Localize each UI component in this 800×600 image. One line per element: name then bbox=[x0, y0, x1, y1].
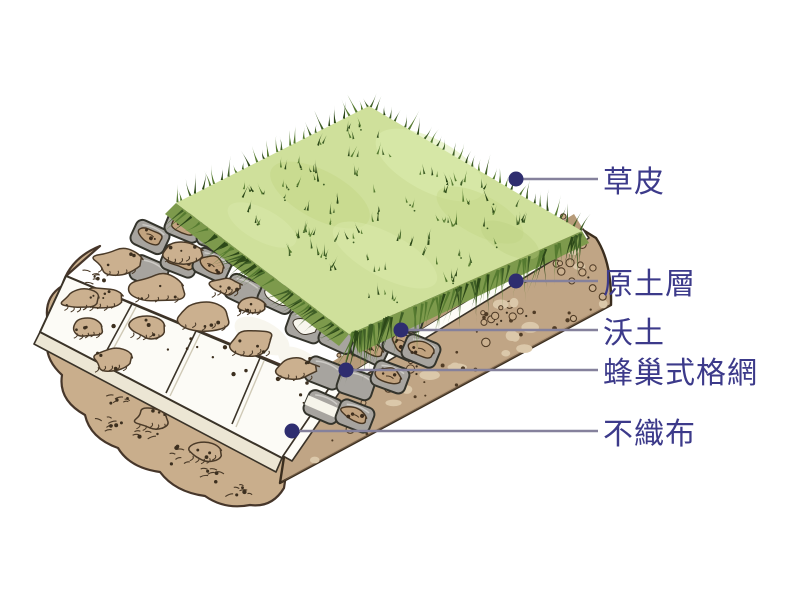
leader-dot bbox=[284, 423, 300, 439]
label-turf: 草皮 bbox=[603, 165, 665, 200]
leader-dot bbox=[508, 273, 524, 289]
callout-leader-lines bbox=[284, 171, 598, 439]
leader-dot bbox=[508, 171, 524, 187]
label-original-soil-layer: 原土層 bbox=[603, 267, 696, 302]
leader-dot bbox=[393, 322, 409, 338]
leader-dot bbox=[338, 362, 354, 378]
callout-fertile-soil bbox=[393, 322, 598, 338]
callout-turf bbox=[508, 171, 598, 187]
callout-honeycomb-geocell bbox=[338, 362, 598, 378]
label-honeycomb-geocell: 蜂巢式格網 bbox=[603, 356, 758, 391]
label-fertile-soil: 沃土 bbox=[603, 316, 665, 351]
label-non-woven-fabric: 不織布 bbox=[603, 417, 696, 452]
grass-turf-top bbox=[160, 93, 591, 387]
callout-original-soil-layer bbox=[508, 273, 598, 289]
non-woven-fabric-sheet bbox=[33, 275, 331, 473]
callout-non-woven-fabric bbox=[284, 423, 598, 439]
